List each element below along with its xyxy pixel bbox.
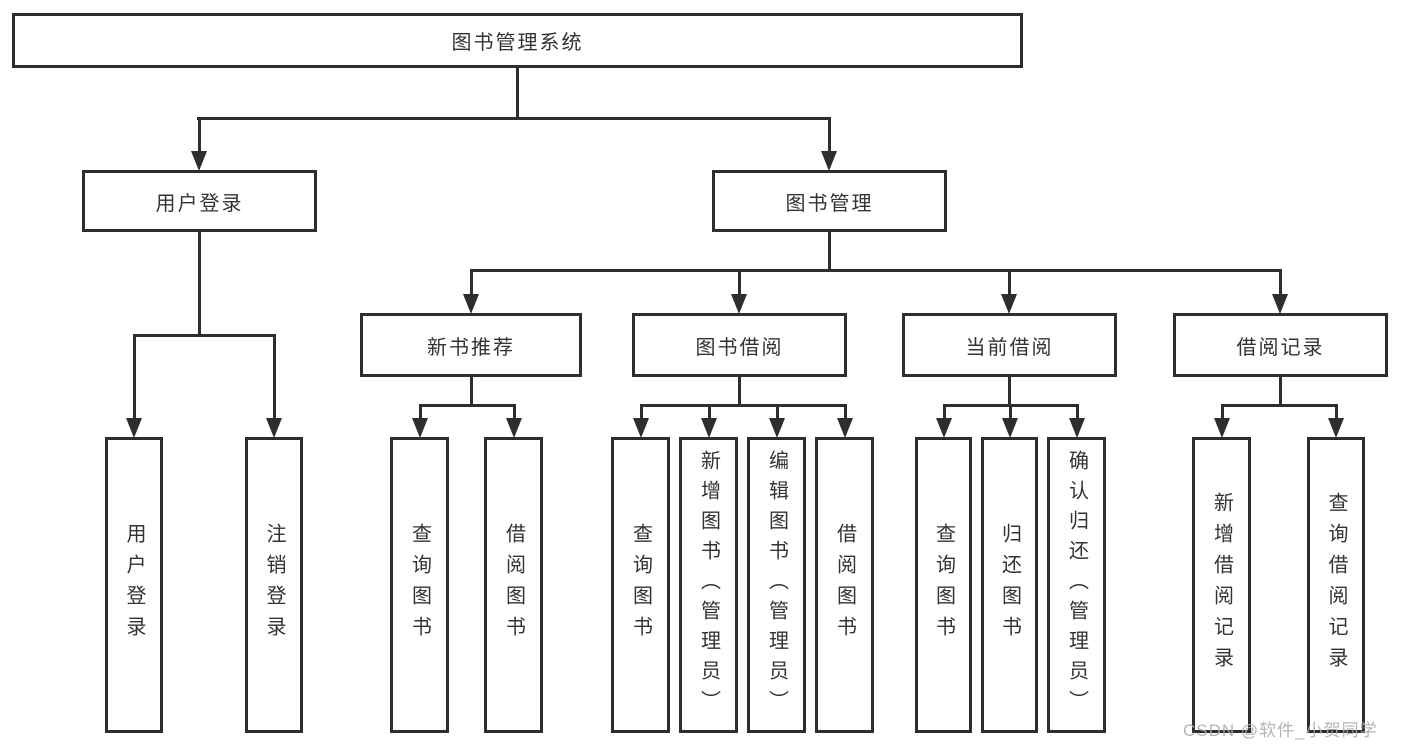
leaf-logout-label: 注销登录 [263,523,285,647]
node-user-login: 用户登录 [82,170,317,232]
connector-arrow-shaft-borrow-records [1278,270,1282,300]
connector-current-borrow-stem [1007,375,1011,407]
connector-book-borrow-branch [639,404,847,407]
node-book-mgmt-label: 图书管理 [785,192,874,215]
connector-new-book-rec-branch [418,404,516,407]
connector-user-login-branch [132,334,276,337]
arrow-into-rec-borrow-book [506,418,522,438]
node-book-borrow: 图书借阅 [632,313,847,377]
connector-book-mgmt-branch [469,269,1282,272]
connector-arrow-shaft [707,405,711,425]
leaf-rec-borrow-book: 借阅图书 [484,437,543,733]
arrow-into-cb-query-book [936,418,952,438]
node-root-label: 图书管理系统 [451,32,584,54]
leaf-br-query-record: 查询借阅记录 [1307,437,1365,733]
connector-new-book-rec-stem [469,375,473,407]
leaf-rec-borrow-book-label: 借阅图书 [502,523,525,647]
leaf-br-add-record: 新增借阅记录 [1192,437,1251,733]
leaf-bb-edit-book: 编辑图书（管理员） [747,437,806,733]
connector-arrow-shaft [1220,405,1224,425]
node-root: 图书管理系统 [12,13,1023,68]
connector-arrow-shaft-current-borrow [1007,270,1011,300]
leaf-cb-return-book: 归还图书 [981,437,1038,733]
arrow-into-bb-borrow-book [837,418,853,438]
arrow-into-bb-edit-book [769,418,785,438]
leaf-bb-add-book: 新增图书（管理员） [679,437,738,733]
node-book-mgmt: 图书管理 [712,170,947,232]
node-borrow-records: 借阅记录 [1173,313,1388,377]
leaf-cb-confirm-return: 确认归还（管理员） [1047,437,1106,733]
arrow-into-cb-return-book [1002,418,1018,438]
arrow-into-new-book-rec [463,294,479,314]
connector-root-branch [197,117,831,120]
connector-arrow-shaft [639,405,643,425]
leaf-user-login-label: 用户登录 [123,523,145,647]
arrow-into-bb-query-book [633,418,649,438]
connector-book-mgmt-stem [827,230,831,272]
connector-arrow-shaft-user-login [197,118,201,158]
connector-arrow-shaft-leaf-logout [272,335,276,423]
connector-arrow-shaft [843,405,847,425]
arrow-into-user-login [191,151,207,171]
leaf-cb-return-book-label: 归还图书 [998,523,1021,647]
connector-borrow-records-stem [1278,375,1282,407]
connector-user-login-stem [197,230,201,337]
arrow-into-bb-add-book [701,418,717,438]
leaf-bb-borrow-book-label: 借阅图书 [833,523,856,647]
connector-arrow-shaft [418,405,422,425]
leaf-rec-query-book-label: 查询图书 [408,523,431,647]
arrow-into-book-mgmt [821,151,837,171]
arrow-into-br-add-record [1214,418,1230,438]
leaf-cb-confirm-return-label: 确认归还（管理员） [1065,450,1088,720]
connector-arrow-shaft [775,405,779,425]
csdn-watermark: CSDN @软件_小贺同学 [1183,721,1378,740]
leaf-bb-borrow-book: 借阅图书 [815,437,874,733]
leaf-rec-query-book: 查询图书 [390,437,449,733]
arrow-into-rec-query-book [412,418,428,438]
connector-borrow-records-branch [1220,404,1338,407]
node-current-borrow-label: 当前借阅 [965,336,1054,359]
connector-arrow-shaft-book-mgmt [827,118,831,158]
node-new-book-rec-label: 新书推荐 [427,336,515,359]
arrow-into-leaf-user-login [126,418,142,438]
arrow-into-br-query-record [1328,418,1344,438]
connector-arrow-shaft [512,405,516,425]
leaf-user-login: 用户登录 [105,437,163,733]
connector-arrow-shaft [1334,405,1338,425]
leaf-br-add-record-label: 新增借阅记录 [1210,492,1233,678]
connector-arrow-shaft-book-borrow [737,270,741,300]
arrow-into-borrow-records [1272,294,1288,314]
node-borrow-records-label: 借阅记录 [1236,336,1325,359]
node-new-book-rec: 新书推荐 [360,313,582,377]
leaf-logout: 注销登录 [245,437,303,733]
node-user-login-label: 用户登录 [155,192,244,215]
connector-book-borrow-stem [737,375,741,407]
leaf-cb-query-book: 查询图书 [915,437,972,733]
leaf-bb-add-book-label: 新增图书（管理员） [697,450,720,720]
connector-root-stem [516,66,519,120]
leaf-bb-edit-book-label: 编辑图书（管理员） [765,450,788,720]
connector-arrow-shaft [1008,405,1012,425]
arrow-into-leaf-logout [266,418,282,438]
connector-arrow-shaft-leaf-user-login [132,335,136,423]
leaf-br-query-record-label: 查询借阅记录 [1325,492,1347,678]
node-current-borrow: 当前借阅 [902,313,1117,377]
leaf-cb-query-book-label: 查询图书 [932,523,955,647]
connector-arrow-shaft [1075,405,1079,425]
leaf-bb-query-book: 查询图书 [611,437,670,733]
leaf-bb-query-book-label: 查询图书 [629,523,652,647]
node-book-borrow-label: 图书借阅 [695,336,784,359]
arrow-into-current-borrow [1001,294,1017,314]
arrow-into-book-borrow [731,294,747,314]
arrow-into-cb-confirm-return [1069,418,1085,438]
connector-arrow-shaft [942,405,946,425]
connector-arrow-shaft-new-book-rec [469,270,473,300]
